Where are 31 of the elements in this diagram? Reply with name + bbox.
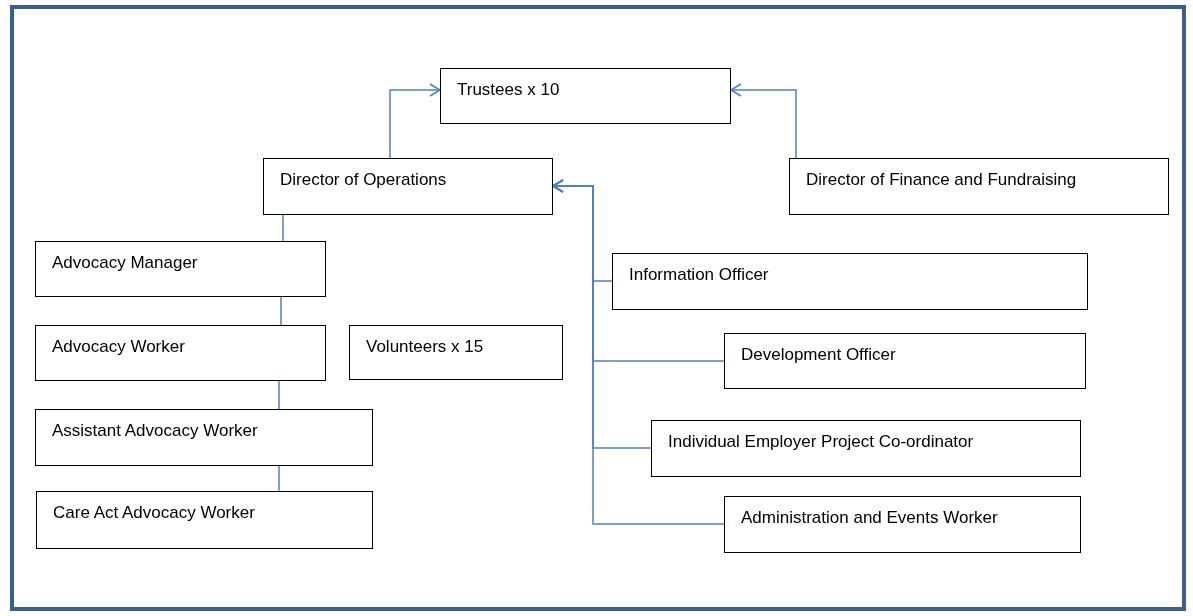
role-title: Director of Finance and Fundraising xyxy=(806,169,1078,191)
role-box xyxy=(349,325,563,380)
connector-line xyxy=(282,214,284,242)
arrow xyxy=(730,83,797,159)
role-title: Advocacy Manager xyxy=(52,252,199,274)
role-box xyxy=(35,241,326,297)
role-title: Advocacy Worker xyxy=(52,336,186,358)
role-box xyxy=(612,253,1088,310)
arrow xyxy=(389,83,441,159)
role-box xyxy=(724,496,1081,553)
role-box xyxy=(36,491,373,549)
role-title: Assistant Advocacy Worker xyxy=(52,420,259,442)
role-box xyxy=(651,420,1081,477)
role-title: Information Officer xyxy=(629,264,770,286)
role-title: Development Officer xyxy=(741,344,897,366)
arrow xyxy=(552,179,725,525)
role-box xyxy=(724,333,1086,389)
connector-line xyxy=(278,465,280,492)
role-box xyxy=(263,158,553,215)
connector-line xyxy=(278,380,280,410)
role-title: Volunteers x 15 xyxy=(366,336,485,358)
role-box xyxy=(440,68,731,124)
role-box xyxy=(35,325,326,381)
role-title: Trustees x 10 xyxy=(457,79,561,101)
role-title: Administration and Events Worker xyxy=(741,507,999,529)
role-title: Individual Employer Project Co-ordinator xyxy=(668,431,975,453)
connector-line xyxy=(280,296,282,326)
role-title: Care Act Advocacy Worker xyxy=(53,502,256,524)
role-box xyxy=(789,158,1169,215)
role-box xyxy=(35,409,373,466)
role-title: Director of Operations xyxy=(280,169,448,191)
